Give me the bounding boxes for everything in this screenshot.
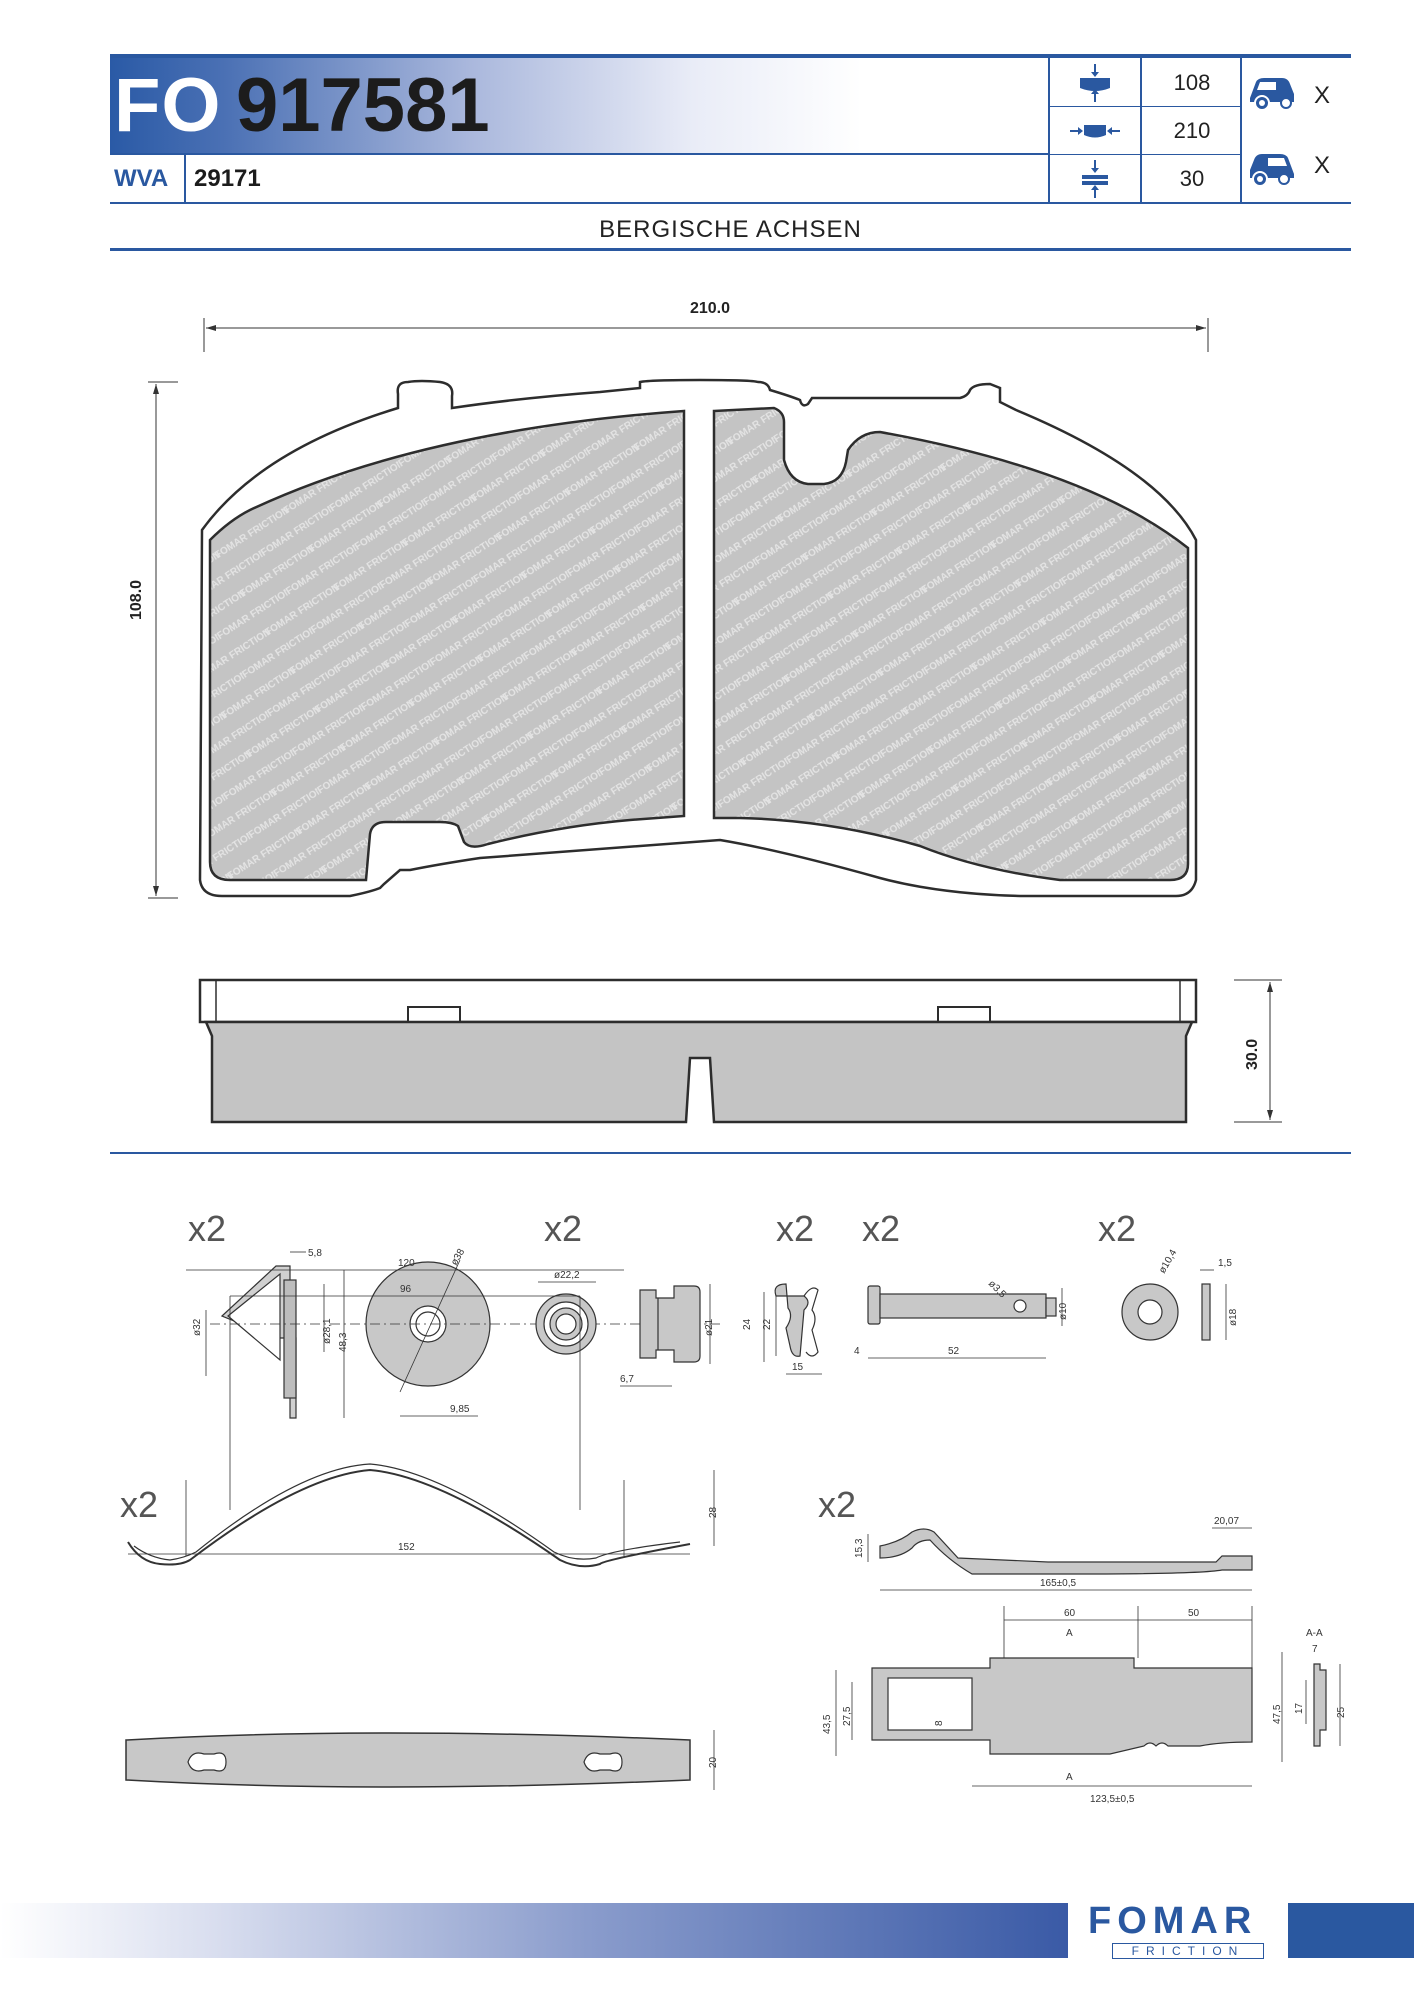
qty-bushing: x2 — [544, 1208, 583, 1249]
pad-drawing: FOMAR FRICTION FOMAR FRICTION FOMAR FRIC… — [148, 318, 1282, 1124]
qty-spring: x2 — [120, 1484, 159, 1525]
clip-dim: 5,8 — [308, 1248, 322, 1259]
width-dimension-label: 210.0 — [689, 300, 731, 317]
dimension-label: A-A — [1306, 1628, 1323, 1639]
spec-grid-line — [1140, 58, 1142, 203]
dimension-label: ø38 — [449, 1247, 467, 1268]
footer-gradient-band — [0, 1903, 1068, 1958]
dimension-label: 22 — [762, 1318, 773, 1330]
wva-separator — [184, 155, 186, 203]
rear-car-icon — [1250, 78, 1294, 111]
dimension-label: 120 — [398, 1258, 415, 1269]
wva-number: 29171 — [194, 165, 261, 192]
dimension-label: 8 — [934, 1720, 945, 1726]
section-rule — [110, 248, 1351, 251]
dimension-label: ø28,1 — [322, 1318, 333, 1344]
dimension-label: 1,5 — [1218, 1258, 1232, 1269]
front-axle-mark: X — [1314, 152, 1331, 179]
spec-grid-line — [1048, 106, 1240, 107]
qty-retainer: x2 — [818, 1484, 857, 1525]
dimension-label: 48,3 — [338, 1332, 349, 1352]
qty-clip: x2 — [188, 1208, 227, 1249]
dimension-label: 9,85 — [450, 1404, 470, 1415]
dimension-label: 24 — [742, 1318, 753, 1330]
dimension-label: 43,5 — [822, 1714, 833, 1734]
dimension-label: 28 — [708, 1506, 719, 1518]
dim-height-value: 108 — [1173, 70, 1211, 95]
fomar-logo-subtitle: FRICTION — [1112, 1943, 1264, 1959]
dimension-label: 4 — [854, 1346, 860, 1357]
dimension-label: ø10 — [1058, 1302, 1069, 1320]
dimension-label: A — [1066, 1772, 1073, 1783]
dimension-label: 25 — [1336, 1706, 1347, 1718]
spec-grid-line — [1048, 58, 1050, 203]
dimension-label: ø22,2 — [554, 1270, 580, 1281]
header-divider — [110, 153, 1050, 155]
fomar-logo: FOMAR — [1088, 1900, 1258, 1942]
dimension-label: 15 — [792, 1362, 804, 1373]
dimension-label: ø32 — [192, 1318, 203, 1336]
dimension-label: 15,3 — [854, 1538, 865, 1558]
dimension-label: 50 — [1188, 1608, 1200, 1619]
dimension-label: 7 — [1312, 1644, 1318, 1655]
pad-width-icon — [1070, 125, 1120, 138]
dimension-label: 20 — [708, 1756, 719, 1768]
pad-thickness-icon — [1082, 160, 1108, 198]
rear-axle-mark: X — [1314, 82, 1331, 109]
height-dimension-label: 108.0 — [128, 579, 145, 620]
dim-width-value: 210 — [1173, 118, 1211, 143]
dimension-label: 60 — [1064, 1608, 1076, 1619]
dimension-label: 52 — [948, 1346, 960, 1357]
part-number: 917581 — [236, 63, 490, 148]
pad-height-icon — [1080, 64, 1110, 102]
dimension-label: 165±0,5 — [1040, 1578, 1077, 1589]
header-bottom-rule — [110, 202, 1351, 204]
dimension-label: 152 — [398, 1542, 415, 1553]
accessories-drawing: 5,8 ø32 ø28,1 48,3 ø38 9,85 ø22,2 ø21 6,… — [125, 1247, 1347, 1805]
dimension-label: ø10,4 — [1157, 1247, 1180, 1275]
application-title: BERGISCHE ACHSEN — [599, 216, 862, 243]
spec-grid-line — [1048, 154, 1240, 155]
wva-label: WVA — [114, 165, 169, 192]
thickness-dimension-label: 30.0 — [1244, 1038, 1261, 1070]
footer-accent-block — [1288, 1903, 1414, 1958]
dimension-label: 6,7 — [620, 1374, 634, 1385]
dimension-label: ø18 — [1228, 1308, 1239, 1326]
dimension-label: 47,5 — [1272, 1704, 1283, 1724]
dimension-label: 27,5 — [842, 1706, 853, 1726]
qty-spring-clip: x2 — [776, 1208, 815, 1249]
brand-prefix: FO — [114, 63, 222, 148]
spec-grid-line — [1240, 58, 1242, 203]
qty-washer: x2 — [1098, 1208, 1137, 1249]
front-car-icon — [1250, 154, 1294, 187]
accessories-rule — [110, 1152, 1351, 1154]
header-top-rule — [110, 54, 1351, 58]
qty-pin: x2 — [862, 1208, 901, 1249]
dimension-label: 17 — [1294, 1702, 1305, 1714]
dim-thickness-value: 30 — [1179, 166, 1205, 191]
header-gradient-band — [110, 58, 1050, 153]
dimension-label: 123,5±0,5 — [1090, 1794, 1135, 1805]
dimension-label: 20,07 — [1214, 1516, 1239, 1527]
dimension-label: 96 — [400, 1284, 412, 1295]
dimension-label: ø21 — [704, 1318, 715, 1336]
dimension-label: A — [1066, 1628, 1073, 1639]
